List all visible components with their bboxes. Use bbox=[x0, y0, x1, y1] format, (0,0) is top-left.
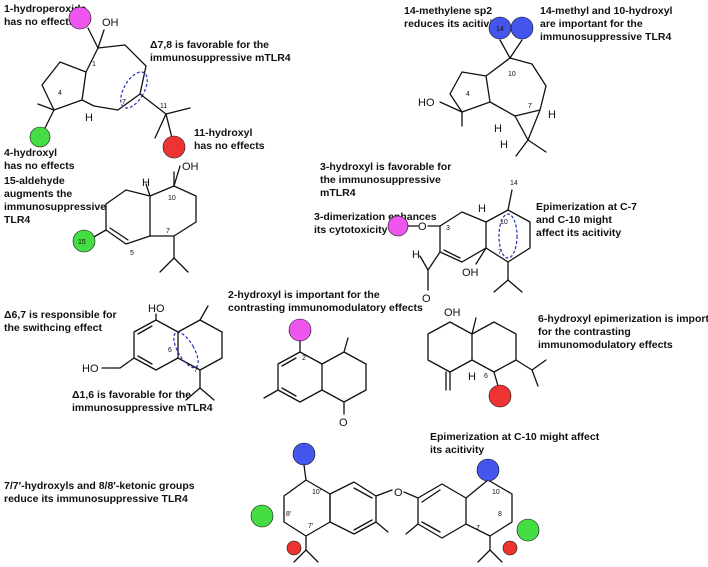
panel-2-structure: 14-methylene sp2 reduces its acitivity 1… bbox=[404, 5, 675, 157]
h-label-8: H bbox=[468, 371, 476, 383]
h-label-3: H bbox=[494, 123, 502, 135]
locant-3: 3 bbox=[446, 225, 450, 232]
note-14-methyl-10-hydroxyl: 14-methyl and 10-hydroxyl are important … bbox=[540, 5, 675, 43]
red-substituent-11 bbox=[162, 135, 186, 159]
locant-6b: 6 bbox=[484, 373, 488, 380]
note-delta-6-7: Δ6,7 is responsible for the swithcing ef… bbox=[4, 309, 120, 334]
ho-label-3: HO bbox=[82, 363, 99, 375]
red-substituent-6 bbox=[488, 384, 512, 408]
magenta-substituent-1 bbox=[68, 6, 92, 30]
h-label-5: H bbox=[142, 177, 150, 189]
note-delta78: Δ7,8 is favorable for the immunosuppress… bbox=[150, 39, 291, 64]
locant-10-prime: 10′ bbox=[312, 489, 322, 496]
blue-substituent-10-prime bbox=[292, 442, 316, 466]
oh-label-4: OH bbox=[444, 307, 461, 319]
panel-8-structure: 7/7′-hydroxyls and 8/8′-ketonic groups r… bbox=[4, 431, 602, 563]
note-c10-epimerization: Epimerization at C-10 might affect its a… bbox=[430, 431, 602, 456]
h-label-4: H bbox=[500, 139, 508, 151]
panel-3-structure: 15-aldehyde augments the immunosuppressi… bbox=[4, 161, 199, 273]
note-6-epimerization: 6-hydroxyl epimerization is important fo… bbox=[538, 313, 708, 351]
ho-label-2: HO bbox=[148, 303, 165, 315]
h-label-7: H bbox=[412, 249, 420, 261]
o-label-3: O bbox=[339, 417, 348, 429]
dashed-c7-c10 bbox=[498, 213, 518, 259]
note-15-aldehyde: 15-aldehyde augments the immunosuppressi… bbox=[4, 175, 109, 226]
locant-7d: 7 bbox=[498, 249, 502, 256]
blue-substituent-10-right bbox=[476, 458, 500, 482]
note-delta-1-6: Δ1,6 is favorable for the immunosuppress… bbox=[72, 389, 213, 414]
ho-label: HO bbox=[418, 97, 435, 109]
note-2-hydroxyl: 2-hydroxyl is important for the contrast… bbox=[228, 289, 423, 314]
locant-7: 7 bbox=[122, 99, 126, 106]
locant-10b: 10 bbox=[168, 195, 176, 202]
panel-1-structure: 1-hydroperoxide has no effects OH 1 4 7 … bbox=[4, 3, 291, 172]
locant-14b: 14 bbox=[510, 180, 518, 187]
locant-7-prime: 7′ bbox=[308, 523, 314, 530]
note-hydroperoxide: 1-hydroperoxide has no effects bbox=[4, 3, 89, 28]
locant-10c: 10 bbox=[500, 219, 508, 226]
locant-15: 15 bbox=[78, 239, 86, 246]
note-4-hydroxyl: 4-hydroxyl has no effects bbox=[4, 147, 75, 172]
locant-8: 8 bbox=[498, 511, 502, 518]
oh-label-3: OH bbox=[462, 267, 479, 279]
h-label-6: H bbox=[478, 203, 486, 215]
locant-8-prime: 8′ bbox=[286, 511, 292, 518]
locant-10: 10 bbox=[508, 71, 516, 78]
o-label-bridge: O bbox=[394, 487, 403, 499]
locant-11: 11 bbox=[160, 103, 167, 110]
panel-4-structure: 3-hydroxyl is favorable for the immunosu… bbox=[314, 161, 640, 305]
note-3-hydroxyl: 3-hydroxyl is favorable for the immunosu… bbox=[320, 161, 454, 199]
green-substituent-8 bbox=[516, 518, 540, 542]
note-14-methylene: 14-methylene sp2 reduces its acitivity bbox=[404, 5, 502, 30]
dashed-delta-7-8 bbox=[120, 71, 148, 109]
panel-6-structure: 2-hydroxyl is important for the contrast… bbox=[228, 289, 423, 429]
oh-label: OH bbox=[102, 17, 119, 29]
o-label-2: O bbox=[422, 293, 431, 305]
blue-substituent-10 bbox=[510, 16, 534, 40]
locant-14: 14 bbox=[496, 26, 504, 33]
note-7-8-groups: 7/7′-hydroxyls and 8/8′-ketonic groups r… bbox=[4, 480, 198, 505]
h-label: H bbox=[85, 112, 93, 124]
green-substituent-15 bbox=[72, 229, 96, 253]
red-substituent-7-prime bbox=[286, 540, 302, 556]
magenta-substituent-2 bbox=[288, 318, 312, 342]
note-11-hydroxyl: 11-hydroxyl has no effects bbox=[194, 127, 265, 152]
o-label: O bbox=[418, 221, 427, 233]
h-label-2: H bbox=[548, 109, 556, 121]
dashed-delta-6-7 bbox=[173, 331, 199, 369]
note-epimerization-c7-c10: Epimerization at C-7 and C-10 might affe… bbox=[536, 201, 640, 239]
locant-6: 6 bbox=[168, 347, 172, 354]
locant-2: 2 bbox=[302, 355, 306, 362]
locant-5: 5 bbox=[130, 250, 134, 257]
locant-7f: 7 bbox=[476, 525, 480, 532]
red-substituent-7 bbox=[502, 540, 518, 556]
panel-7-structure: 6-hydroxyl epimerization is important fo… bbox=[427, 307, 708, 408]
magenta-substituent-3 bbox=[387, 215, 409, 237]
locant-1: 1 bbox=[92, 61, 96, 68]
locant-4: 4 bbox=[58, 90, 62, 97]
green-substituent-8-prime bbox=[250, 504, 274, 528]
locant-7c: 7 bbox=[166, 228, 170, 235]
locant-7e: 7 bbox=[194, 367, 198, 374]
panel-5-structure: Δ6,7 is responsible for the swithcing ef… bbox=[4, 303, 223, 414]
green-substituent-4 bbox=[29, 126, 51, 148]
locant-4b: 4 bbox=[466, 91, 470, 98]
locant-10d: 10 bbox=[492, 489, 500, 496]
locant-7b: 7 bbox=[528, 103, 532, 110]
oh-label-2: OH bbox=[182, 161, 199, 173]
